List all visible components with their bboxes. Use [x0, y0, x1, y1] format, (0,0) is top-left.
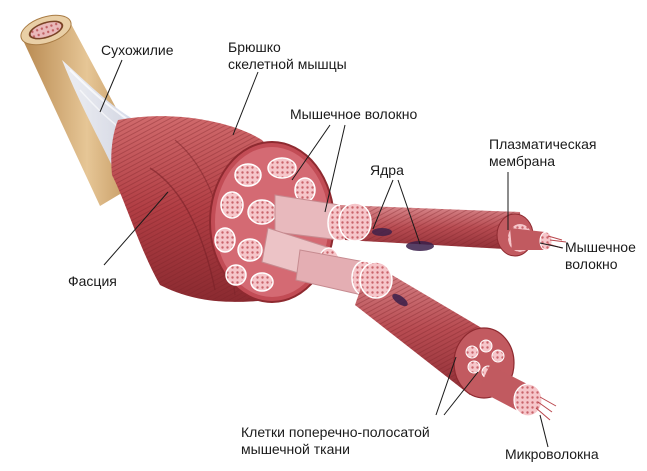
label-muscle-fiber-top: Мышечное волокно	[290, 106, 417, 123]
label-fascia: Фасция	[68, 273, 117, 290]
leader-nuclei-b	[397, 179, 421, 245]
leader-fiber-top-a	[291, 124, 331, 181]
lower-muscle-fiber	[355, 261, 557, 421]
label-muscle-fiber-right: Мышечное волокно	[565, 239, 636, 273]
leader-microfibers	[539, 414, 549, 448]
label-belly-line-2: скелетной мышцы	[228, 56, 347, 72]
label-muscle-fiber-top-text: Мышечное волокно	[290, 106, 418, 122]
label-microfibers-text: Микроволокна	[505, 446, 599, 462]
label-nuclei-text: Ядра	[370, 162, 404, 178]
label-microfibers: Микроволокна	[505, 446, 599, 463]
label-tendon-text: Сухожилие	[101, 42, 174, 58]
label-striated-cells-line-1: Клетки поперечно-полосатой	[241, 424, 430, 440]
label-muscle-fiber-right-line-1: Мышечное	[565, 239, 636, 255]
label-muscle-fiber-right-line-2: волокно	[565, 256, 618, 272]
label-tendon: Сухожилие	[101, 42, 174, 59]
leader-nuclei-a	[372, 179, 394, 230]
label-belly: Брюшко скелетной мышцы	[228, 39, 347, 73]
upper-muscle-fiber	[338, 202, 567, 257]
label-plasma-membrane-line-2: мембрана	[489, 153, 555, 169]
label-plasma-membrane-line-1: Плазматическая	[489, 136, 597, 152]
leader-striated-a	[435, 356, 457, 416]
leader-belly	[232, 71, 259, 136]
leader-lines	[99, 59, 564, 448]
leader-striated-b	[443, 371, 479, 416]
label-striated-cells: Клетки поперечно-полосатой мышечной ткан…	[241, 424, 430, 458]
leader-fiber-right	[539, 242, 564, 249]
leader-tendon	[99, 59, 123, 113]
label-nuclei: Ядра	[370, 162, 404, 179]
leader-fiber-top-b	[324, 124, 346, 213]
leader-fascia	[103, 191, 169, 266]
label-fascia-text: Фасция	[68, 273, 117, 289]
label-striated-cells-line-2: мышечной ткани	[241, 441, 350, 457]
label-plasma-membrane: Плазматическая мембрана	[489, 136, 597, 170]
label-belly-line-1: Брюшко	[228, 39, 281, 55]
